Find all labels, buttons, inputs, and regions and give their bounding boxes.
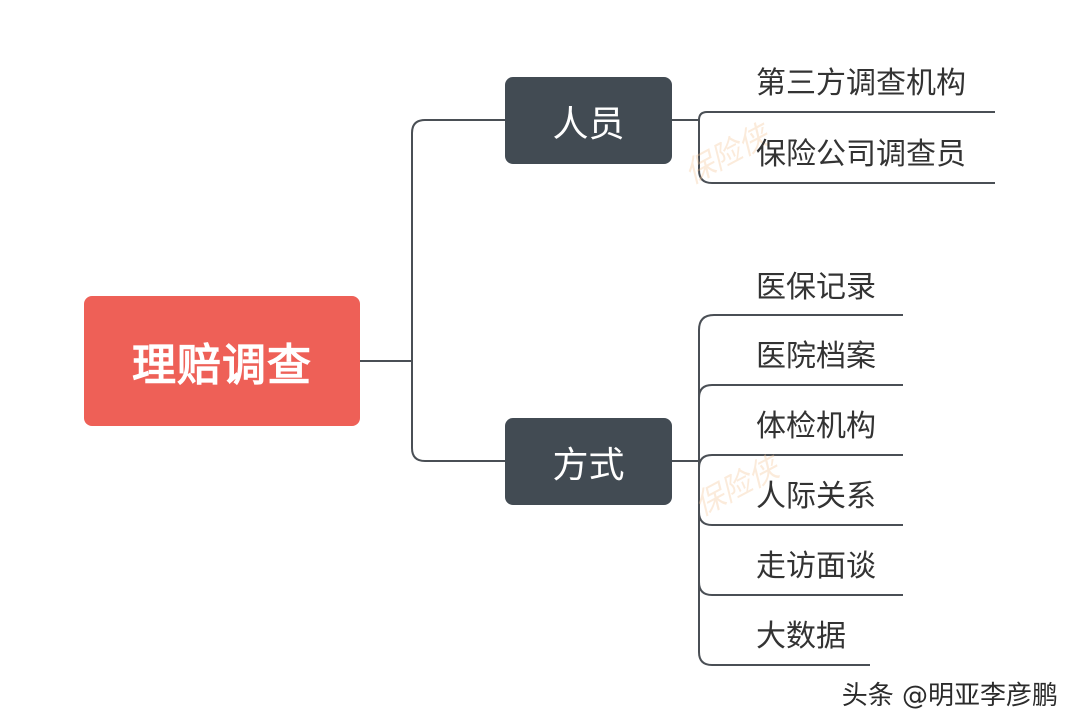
leaf-node-physical-exam-institution[interactable]: 体检机构: [756, 409, 876, 444]
branch-node-label: 方式: [552, 444, 625, 486]
leaf-node-social-relationships[interactable]: 人际关系: [756, 479, 876, 514]
leaf-node-hospital-archives[interactable]: 医院档案: [756, 339, 876, 374]
branch-node-label: 人员: [552, 103, 625, 145]
connector-leaf-hospital-records: [698, 384, 903, 399]
branch-node-methods[interactable]: 方式: [505, 418, 672, 505]
leaf-node-big-data[interactable]: 大数据: [756, 619, 846, 654]
connector-leaf-medical-insurance: [698, 314, 903, 331]
connector-leaf-relationships: [698, 511, 903, 526]
author-credit: 头条 @明亚李彦鹏: [841, 681, 1058, 711]
leaf-node-third-party-agency[interactable]: 第三方调查机构: [756, 66, 966, 101]
root-node-label: 理赔调查: [132, 340, 312, 391]
leaf-node-interviews[interactable]: 走访面谈: [756, 549, 876, 584]
leaf-node-insurer-investigator[interactable]: 保险公司调查员: [756, 137, 966, 172]
connector-leaf-interviews: [698, 581, 903, 596]
connector-leaf-third-party: [698, 111, 995, 121]
connector-branch-people: [411, 119, 505, 361]
root-node[interactable]: 理赔调查: [84, 296, 360, 426]
connector-branch-methods: [411, 361, 505, 462]
connector-leaf-insurer-investigator: [698, 120, 995, 184]
branch-node-people[interactable]: 人员: [505, 77, 672, 164]
connector-leaf-big-data: [698, 651, 870, 666]
leaf-node-medical-insurance-records[interactable]: 医保记录: [756, 270, 876, 305]
connector-leaf-physical-exam: [698, 454, 903, 469]
